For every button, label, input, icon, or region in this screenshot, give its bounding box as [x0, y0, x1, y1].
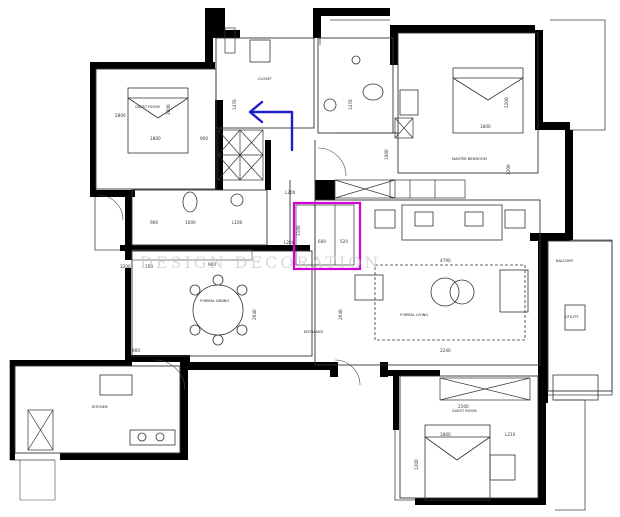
dim: 900 [132, 348, 140, 353]
dim: 2640 [338, 309, 343, 320]
label-guest-room-2: GUEST ROOM [452, 409, 477, 413]
dimension-labels: 1800 2000 1470 1800 2200 1470 1000 1200 … [115, 97, 516, 470]
highlight-box [292, 201, 362, 271]
label-kitchen: KITCHEN [92, 405, 108, 409]
dim: 4790 [440, 258, 451, 263]
interior-lines [14, 32, 613, 499]
dim: 2200 [504, 97, 509, 108]
dim: L200 [285, 190, 296, 195]
label-balcony: BALCONY [556, 259, 574, 263]
cabinetry [27, 27, 531, 451]
label-master-bedroom: MASTER BEDROOM [452, 157, 487, 161]
label-dining: FORMAL DINING [200, 299, 229, 303]
dim: L210 [505, 432, 516, 437]
bathroom-fixtures [182, 55, 419, 213]
dim: 900 [150, 220, 158, 225]
door-swings [19, 147, 361, 501]
dim: 1000 [384, 149, 389, 160]
dim: 1200 [414, 459, 419, 470]
label-closet: CLOSET [258, 77, 273, 81]
dim: 2240 [440, 348, 451, 353]
room-labels: GUEST ROOM CLOSET MASTER BEDROOM FORMAL … [92, 77, 579, 413]
label-utility: UTILITY [565, 315, 579, 319]
dim: 150 [145, 264, 153, 269]
dim: L100 [232, 220, 243, 225]
dim: 1470 [348, 99, 353, 110]
dim: 1800 [480, 124, 491, 129]
walls [10, 8, 573, 505]
dim: 1470 [232, 99, 237, 110]
dim: 2800 [115, 113, 126, 118]
dim: 520 [340, 239, 348, 244]
dim: 2100 [458, 404, 469, 409]
dim: 1000 [185, 220, 196, 225]
direction-arrow [248, 100, 294, 152]
watermark: DESIGN DECORATION [140, 253, 381, 272]
dim: 600 [318, 239, 326, 244]
beds [127, 67, 524, 501]
dim: 2640 [252, 309, 257, 320]
dim: 1200 [506, 164, 511, 175]
dim: 1800 [150, 136, 161, 141]
label-guest-room: GUEST ROOM [135, 105, 160, 109]
dim: 900 [200, 136, 208, 141]
dim: 1800 [440, 432, 451, 437]
dim: 1160 [296, 225, 301, 236]
dim: 3200 [120, 264, 131, 269]
dim: 960 [208, 262, 216, 267]
dim: L200 [284, 240, 295, 245]
label-entrance: ENTRANCE [304, 330, 324, 334]
label-living: FORMAL LIVING [400, 313, 428, 317]
furniture [99, 39, 599, 481]
dim: 2000 [166, 104, 171, 115]
